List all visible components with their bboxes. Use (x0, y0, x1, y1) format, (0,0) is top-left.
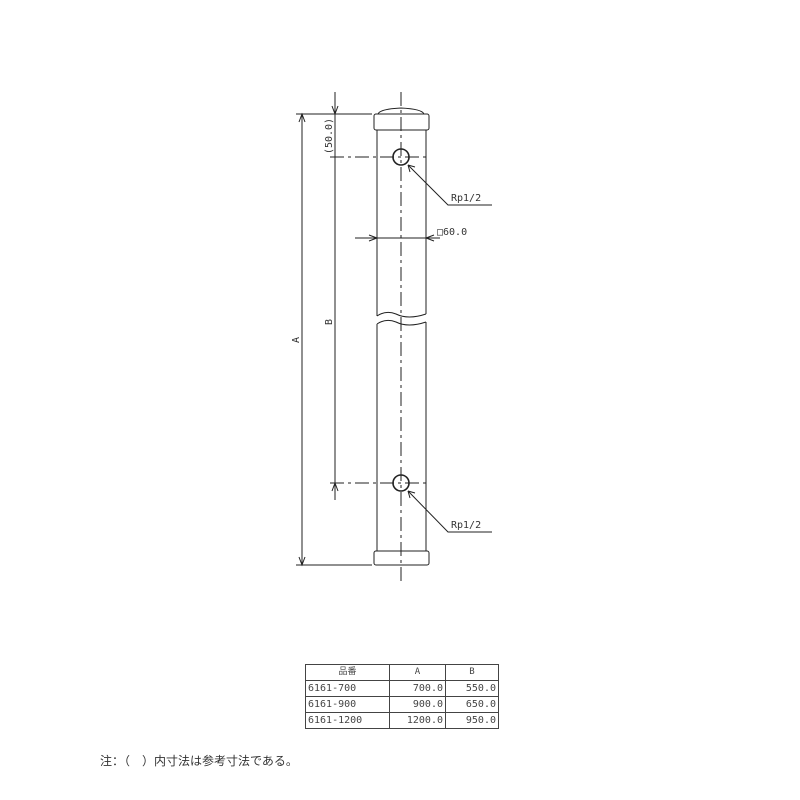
top-cap-dome (377, 107, 425, 115)
top-port-leader (407, 164, 492, 206)
width-label: □60.0 (437, 227, 467, 238)
table-row: 6161-700 700.0 550.0 (305, 680, 499, 697)
break-line-upper (376, 311, 427, 318)
reference-dimension-note: 注：（ ）内寸法は参考寸法である。 (100, 754, 298, 768)
bottom-port-arrow (407, 490, 416, 499)
table-header-row: 品番 A B (305, 664, 499, 681)
top-port-arrow (407, 164, 416, 173)
table-row: 6161-900 900.0 650.0 (305, 696, 499, 713)
dim-width-arrows (368, 234, 435, 242)
cell-a: 700.0 (389, 680, 446, 697)
bottom-cap (373, 550, 430, 566)
header-b: B (445, 664, 499, 681)
break-line-lower (376, 319, 427, 326)
header-a: A (389, 664, 446, 681)
cell-part-no: 6161-700 (305, 680, 390, 697)
cell-b: 550.0 (445, 680, 499, 697)
cell-part-no: 6161-1200 (305, 712, 390, 729)
dimension-table: 品番 A B 6161-700 700.0 550.0 6161-900 900… (305, 664, 499, 729)
cell-b: 950.0 (445, 712, 499, 729)
bottom-port-leader (407, 490, 492, 533)
pipe-body-upper (376, 130, 427, 316)
cell-part-no: 6161-900 (305, 696, 390, 713)
cell-a: 900.0 (389, 696, 446, 713)
top-cap (373, 113, 430, 131)
cell-a: 1200.0 (389, 712, 446, 729)
dim-a-arrows (298, 112, 306, 567)
dim-b-arrows (331, 105, 339, 492)
dim-a-label: A (291, 337, 302, 343)
cell-b: 650.0 (445, 696, 499, 713)
dim-b-label: B (324, 319, 335, 325)
table-row: 6161-1200 1200.0 950.0 (305, 712, 499, 729)
bottom-port-label: Rp1/2 (451, 520, 481, 531)
header-part-no: 品番 (305, 664, 390, 681)
dim-top-label: (50.0) (324, 118, 335, 154)
pipe-body-lower (376, 322, 427, 551)
top-port-label: Rp1/2 (451, 193, 481, 204)
